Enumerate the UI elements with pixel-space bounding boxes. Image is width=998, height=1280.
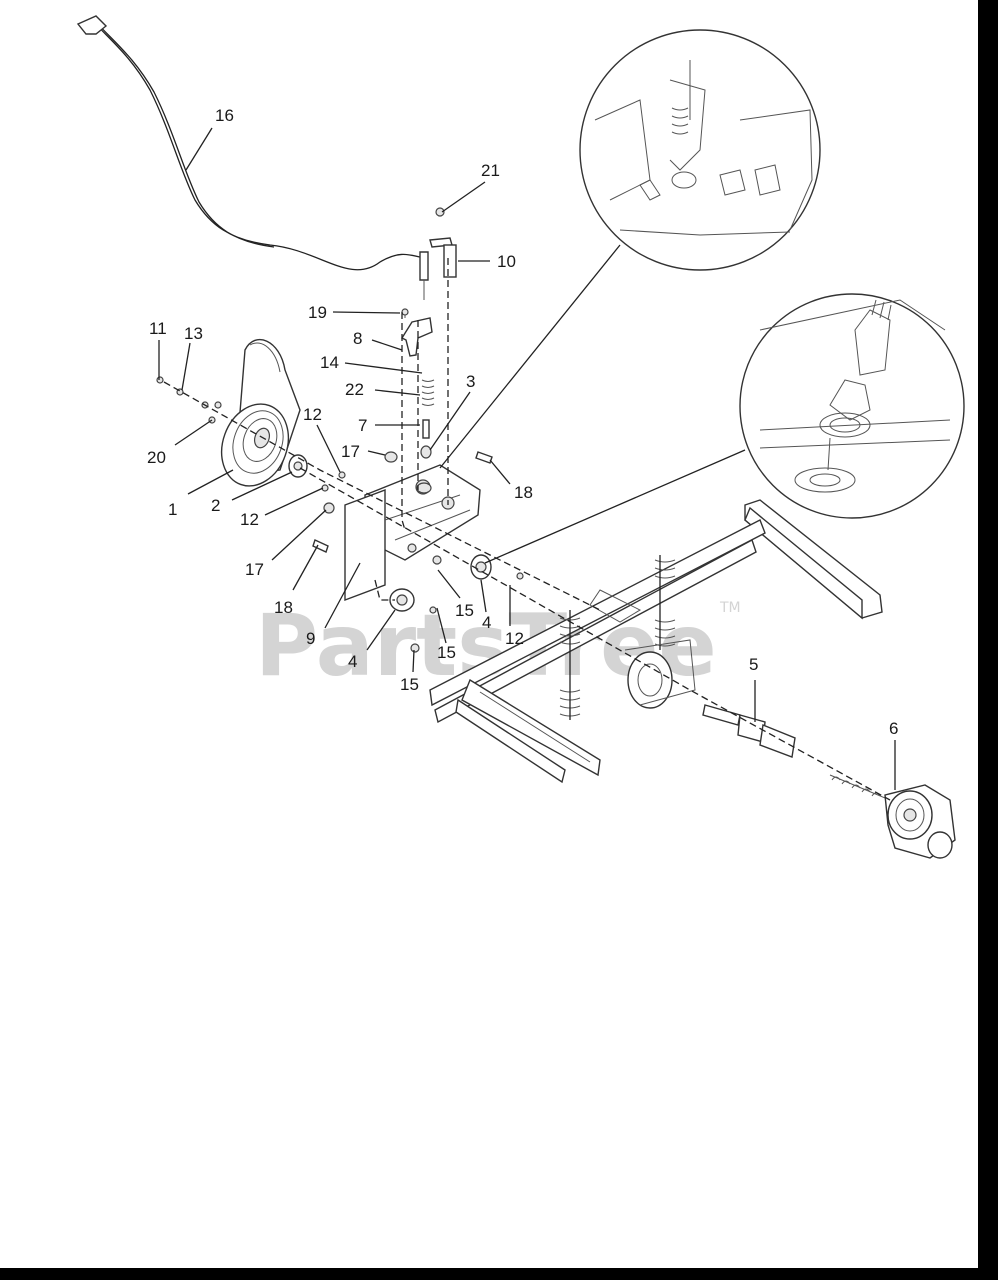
assembly-lines bbox=[163, 258, 891, 801]
callout-4-left: 4 bbox=[348, 652, 357, 671]
callout-11: 11 bbox=[149, 319, 167, 338]
callout-8: 8 bbox=[353, 329, 362, 348]
callout-15-lower: 15 bbox=[400, 675, 419, 694]
pulley-assembly bbox=[220, 338, 308, 487]
gearbox bbox=[884, 784, 956, 859]
callout-12-lower: 12 bbox=[505, 629, 524, 648]
detail-view-lower bbox=[739, 293, 965, 519]
callout-15-upper: 15 bbox=[455, 601, 474, 620]
driveshaft bbox=[702, 704, 891, 801]
callout-5: 5 bbox=[749, 655, 758, 674]
callout-13: 13 bbox=[184, 324, 203, 343]
control-cable bbox=[76, 15, 429, 300]
leader-lines bbox=[158, 127, 896, 790]
callout-4-right: 4 bbox=[482, 613, 491, 632]
callout-9: 9 bbox=[306, 629, 315, 648]
callout-15-middle: 15 bbox=[437, 643, 456, 662]
callout-14: 14 bbox=[320, 353, 339, 372]
callout-18-lower: 18 bbox=[274, 598, 293, 617]
callout-21: 21 bbox=[481, 161, 500, 180]
idler-bracket bbox=[344, 464, 481, 602]
callout-1: 1 bbox=[168, 500, 177, 519]
callout-labels: 16 21 10 19 8 11 13 14 22 3 12 7 17 20 1… bbox=[147, 106, 898, 738]
callout-22: 22 bbox=[345, 380, 364, 399]
detail-view-upper bbox=[579, 29, 821, 271]
watermark-trademark: TM bbox=[719, 600, 741, 616]
callout-3: 3 bbox=[466, 372, 475, 391]
callout-19: 19 bbox=[308, 303, 327, 322]
diagram-sheet: PartsTree TM bbox=[0, 0, 978, 1268]
callout-2: 2 bbox=[211, 496, 220, 515]
callout-17-lower: 17 bbox=[245, 560, 264, 579]
bearing-upper bbox=[470, 554, 492, 580]
callout-7: 7 bbox=[358, 416, 367, 435]
callout-20: 20 bbox=[147, 448, 166, 467]
callout-6: 6 bbox=[889, 719, 898, 738]
exploded-parts-diagram: PartsTree TM bbox=[76, 15, 965, 859]
callout-12-left: 12 bbox=[240, 510, 259, 529]
callout-18-upper: 18 bbox=[514, 483, 533, 502]
deck-frame bbox=[429, 499, 883, 784]
callout-16: 16 bbox=[215, 106, 234, 125]
callout-10: 10 bbox=[497, 252, 516, 271]
spring-stack bbox=[400, 207, 457, 494]
callout-17-upper: 17 bbox=[341, 442, 360, 461]
bearing-lower bbox=[389, 588, 415, 612]
callout-12-upper: 12 bbox=[303, 405, 322, 424]
